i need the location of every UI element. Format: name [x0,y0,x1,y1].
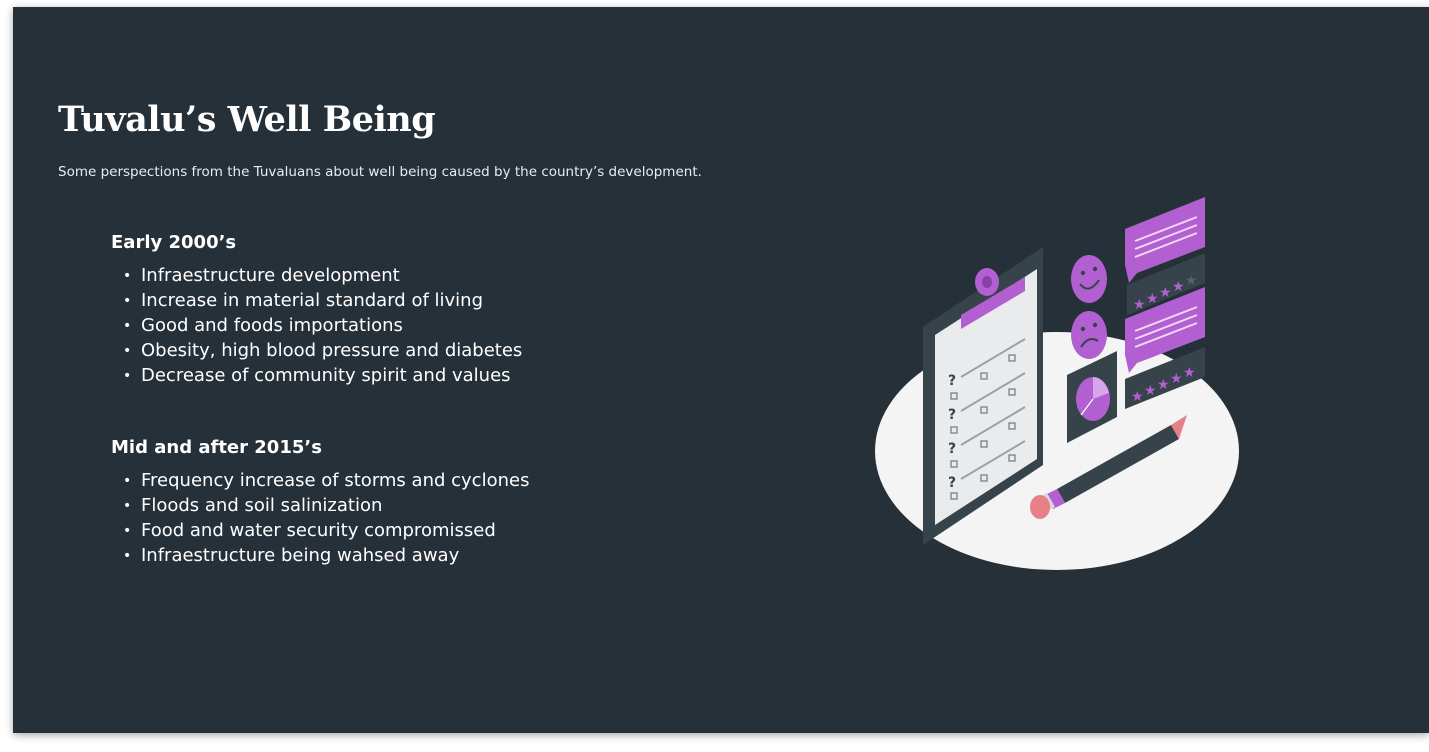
list-item-text: Frequency increase of storms and cyclone… [141,470,530,491]
list-item: • Infraestructure being wahsed away [111,543,731,568]
list-item: • Obesity, high blood pressure and diabet… [111,338,731,363]
speech-bubble-icon [1125,197,1205,373]
bullet-icon: • [123,472,132,489]
svg-text:?: ? [948,407,956,423]
section-heading: Early 2000’s [111,232,237,253]
list-item: • Decrease of community spirit and values [111,363,731,388]
list-item-text: Obesity, high blood pressure and diabete… [141,340,523,361]
pencil-icon [1030,415,1187,519]
svg-text:★: ★ [1133,297,1146,313]
svg-text:★: ★ [1157,377,1170,393]
list-item: • Good and foods importations [111,313,731,338]
svg-text:?: ? [948,441,956,457]
list-item-text: Good and foods importations [141,315,403,336]
section-heading: Mid and after 2015’s [111,437,322,458]
list-item: • Floods and soil salinization [111,493,731,518]
page-subtitle: Some perspections from the Tuvaluans abo… [58,164,702,180]
svg-text:?: ? [948,373,956,389]
happy-face-icon [1071,255,1107,303]
section-mid-2015s: Mid and after 2015’s • Frequency increase… [111,437,731,568]
svg-text:★: ★ [1183,365,1196,381]
survey-clipboard-illustration: ? ? ? ? [875,197,1239,570]
list-item-text: Infraestructure being wahsed away [141,545,460,566]
section-early-2000s: Early 2000’s • Infraestructure developmen… [111,232,731,388]
bullet-icon: • [123,522,132,539]
bullet-icon: • [123,547,132,564]
clipboard-icon: ? ? ? ? [923,247,1043,545]
list-item-text: Food and water security compromissed [141,520,496,541]
sad-face-icon [1071,311,1107,359]
svg-text:★: ★ [1170,371,1183,387]
bullet-icon: • [123,367,132,384]
svg-text:★: ★ [1185,273,1198,289]
list-item: • Increase in material standard of living [111,288,731,313]
svg-text:★: ★ [1159,285,1172,301]
page-title: Tuvalu’s Well Being [58,99,436,140]
list-item-text: Infraestructure development [141,265,400,286]
list-item: • Food and water security compromissed [111,518,731,543]
svg-text:★: ★ [1131,389,1144,405]
bullet-icon: • [123,267,132,284]
list-item-text: Floods and soil salinization [141,495,383,516]
svg-text:★: ★ [1146,291,1159,307]
list-item-text: Increase in material standard of living [141,290,483,311]
bullet-icon: • [123,497,132,514]
bullet-list: • Frequency increase of storms and cyclon… [111,468,731,568]
slide: Tuvalu’s Well Being Some perspections fr… [13,7,1429,733]
star-rating-icon: ★ ★ ★ ★ ★ ★ ★ ★ ★ ★ [1125,253,1205,409]
list-item: • Frequency increase of storms and cyclon… [111,468,731,493]
svg-text:★: ★ [1144,383,1157,399]
pie-chart-icon [1067,351,1117,443]
list-item-text: Decrease of community spirit and values [141,365,511,386]
list-item: • Infraestructure development [111,263,731,288]
svg-text:?: ? [948,475,956,491]
bullet-icon: • [123,292,132,309]
bullet-list: • Infraestructure development • Increase i… [111,263,731,388]
bullet-icon: • [123,342,132,359]
bullet-icon: • [123,317,132,334]
svg-text:★: ★ [1172,279,1185,295]
